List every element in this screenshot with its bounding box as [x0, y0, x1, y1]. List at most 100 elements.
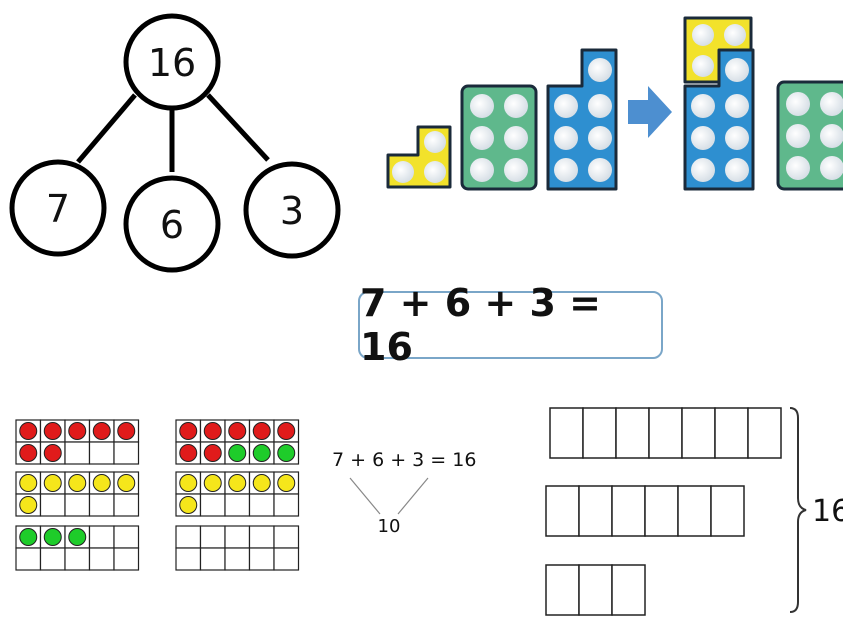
green-counter	[69, 529, 86, 546]
yellow-counter	[93, 475, 110, 492]
set-a-frame-2	[16, 472, 139, 516]
bar-cell	[645, 486, 678, 536]
ten-frame-cell	[274, 548, 299, 570]
bar-2	[546, 486, 744, 536]
small-equation-text: 7 + 6 + 3 = 16	[332, 449, 476, 471]
bar-cell	[612, 486, 645, 536]
green-counter	[253, 445, 270, 462]
ten-frame-cell	[114, 494, 139, 516]
ten-frame-cell	[176, 526, 201, 548]
bridge-ten: 10	[378, 516, 401, 534]
bridge-line-left	[350, 478, 380, 514]
set-a-frame-1	[16, 420, 139, 464]
yellow-counter	[180, 497, 197, 514]
numicon-six-after	[778, 82, 843, 189]
ten-frame-cell	[201, 548, 226, 570]
green-counter	[229, 445, 246, 462]
yellow-counter	[278, 475, 295, 492]
ten-frame-cell	[176, 548, 201, 570]
numicon-six	[462, 86, 536, 189]
bar-model: 16	[540, 400, 843, 617]
ten-frame-cell	[41, 548, 66, 570]
set-a-frame-3	[16, 526, 139, 570]
ten-frame-cell	[225, 548, 250, 570]
ten-frame-cell	[90, 442, 115, 464]
red-counter	[180, 445, 197, 462]
part-value-2: 6	[160, 203, 184, 247]
ten-frame-cell	[274, 526, 299, 548]
green-counter	[20, 529, 37, 546]
red-counter	[229, 423, 246, 440]
ten-frame-cell	[65, 548, 90, 570]
ten-frame-cell	[90, 526, 115, 548]
set-b-frame-2	[176, 472, 299, 516]
bar-cell	[715, 408, 748, 458]
ten-frame-cell	[65, 494, 90, 516]
bar-cell	[550, 408, 583, 458]
red-counter	[204, 423, 221, 440]
numicon-seven	[548, 50, 616, 189]
part-whole-model: 16 7 6 3	[0, 0, 350, 290]
ten-frame-cell	[16, 548, 41, 570]
yellow-counter	[118, 475, 135, 492]
bar-cell	[579, 565, 612, 615]
bar-cell	[711, 486, 744, 536]
connector-line-1	[78, 95, 135, 162]
red-counter	[20, 445, 37, 462]
yellow-counter	[204, 475, 221, 492]
whole-value: 16	[148, 41, 196, 85]
ten-frame-cell	[201, 494, 226, 516]
ten-frame-cell	[225, 494, 250, 516]
part-value-1: 7	[46, 187, 70, 231]
red-counter	[278, 423, 295, 440]
ten-frame-cell	[250, 494, 275, 516]
set-b-frame-1	[176, 420, 299, 464]
red-counter	[44, 445, 61, 462]
ten-frame-cell	[114, 548, 139, 570]
red-counter	[253, 423, 270, 440]
yellow-counter	[180, 475, 197, 492]
bar-cell	[546, 486, 579, 536]
connector-line-3	[208, 95, 268, 160]
bar-cell	[616, 408, 649, 458]
red-counter	[20, 423, 37, 440]
ten-frame-cell	[90, 494, 115, 516]
bar-cell	[546, 565, 579, 615]
red-counter	[44, 423, 61, 440]
ten-frame-cell	[250, 526, 275, 548]
yellow-counter	[69, 475, 86, 492]
ten-frame-cell	[274, 494, 299, 516]
equation-text: 7 + 6 + 3 = 16	[360, 281, 661, 369]
bridging-equation: 7 + 6 + 3 = 16 10	[328, 444, 498, 534]
green-counter	[44, 529, 61, 546]
yellow-counter	[229, 475, 246, 492]
arrow-right-icon	[628, 86, 672, 138]
yellow-counter	[253, 475, 270, 492]
ten-frame-cell	[201, 526, 226, 548]
ten-frame-cell	[41, 494, 66, 516]
red-counter	[69, 423, 86, 440]
bar-cell	[583, 408, 616, 458]
yellow-counter	[20, 497, 37, 514]
numicon-shapes	[380, 8, 843, 193]
green-counter	[278, 445, 295, 462]
ten-frame-cell	[90, 548, 115, 570]
bar-total: 16	[812, 494, 843, 529]
ten-frame-cell	[225, 526, 250, 548]
set-b-frame-3	[176, 526, 299, 570]
total-brace	[790, 408, 806, 612]
ten-frames-set-a	[15, 418, 140, 576]
bar-1	[550, 408, 781, 458]
equation-box: 7 + 6 + 3 = 16	[358, 291, 663, 359]
red-counter	[118, 423, 135, 440]
bar-cell	[612, 565, 645, 615]
bar-cell	[579, 486, 612, 536]
ten-frames-set-b	[175, 418, 300, 576]
yellow-counter	[20, 475, 37, 492]
numicon-ten	[685, 18, 753, 189]
bar-cell	[748, 408, 781, 458]
red-counter	[93, 423, 110, 440]
bridge-line-right	[398, 478, 428, 514]
bar-cell	[649, 408, 682, 458]
bar-cell	[678, 486, 711, 536]
